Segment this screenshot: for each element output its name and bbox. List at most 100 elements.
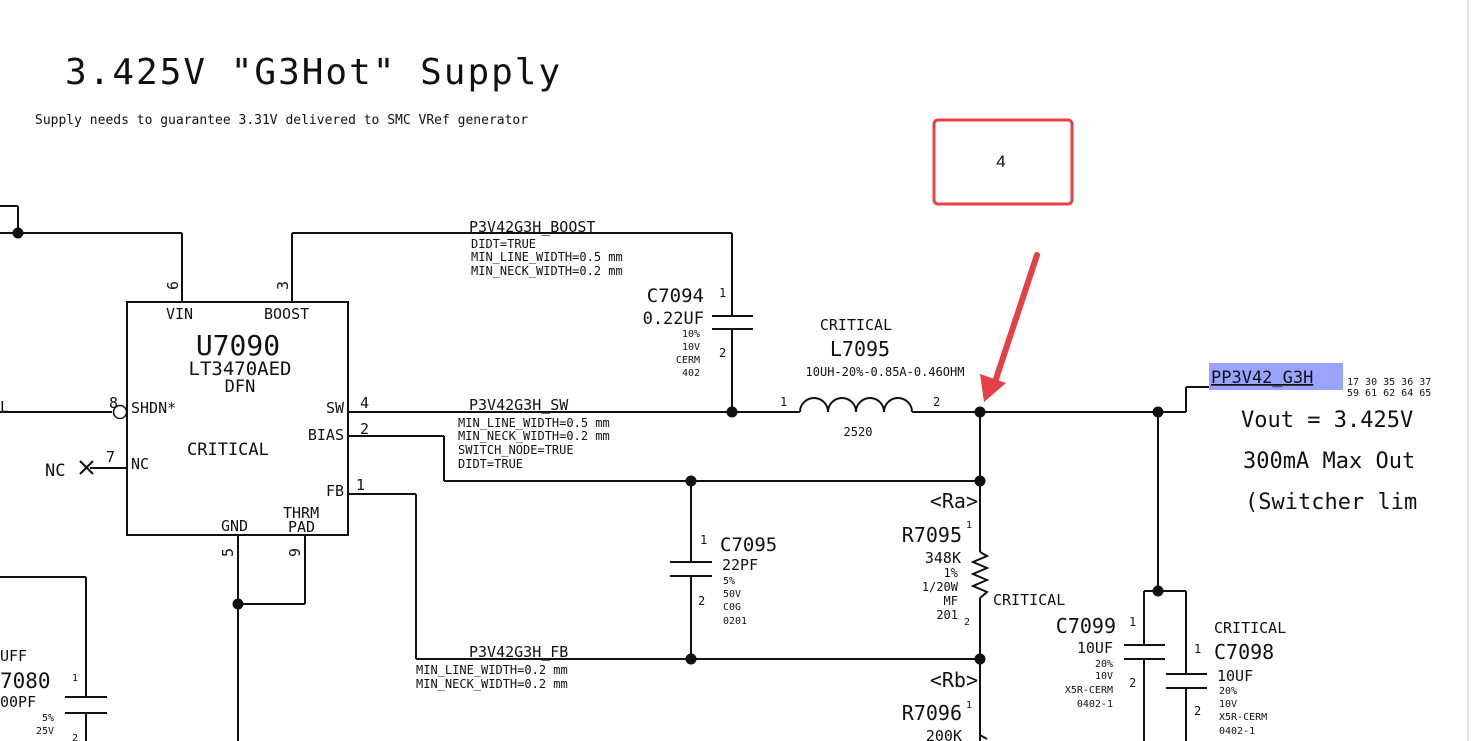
pin-label-thrm: THRM <box>283 504 319 522</box>
pin-number-nc: 7 <box>106 448 115 466</box>
junction-dots <box>12 227 1164 665</box>
r7096-ref: R7096 <box>902 701 962 725</box>
r7096-pin1: 1 <box>966 700 972 711</box>
r7096-tag: <Rb> <box>930 668 978 692</box>
net-fb-prop: MIN_NECK_WIDTH=0.2 mm <box>416 677 568 691</box>
r7095-value: 348K <box>925 549 961 567</box>
note-vout: Vout = 3.425V <box>1241 408 1413 433</box>
page-title: 3.425V "G3Hot" Supply <box>65 52 562 93</box>
callout-box[interactable] <box>932 118 1074 206</box>
c7094-voltage: 10V <box>682 342 700 353</box>
page-subtitle: Supply needs to guarantee 3.31V delivere… <box>35 113 528 128</box>
c7080-capacitor[interactable]: UFF 7080 00PF 5% 25V 1 2 <box>0 647 107 741</box>
c7099-ref: C7099 <box>1056 614 1116 638</box>
net-sw-prop: MIN_NECK_WIDTH=0.2 mm <box>458 429 610 443</box>
pin-label-boost: BOOST <box>264 305 309 323</box>
net-output-highlight <box>1209 363 1343 390</box>
c7094-capacitor[interactable]: 1 2 C7094 0.22UF 10% 10V CERM 402 <box>643 285 753 379</box>
pin-label-nc: NC <box>131 455 149 473</box>
net-output-refs-bottom: 59 61 62 64 65 <box>1347 388 1431 399</box>
net-boost: P3V42G3H_BOOST DIDT=TRUE MIN_LINE_WIDTH=… <box>469 218 623 278</box>
r7095-type: MF <box>944 594 958 608</box>
c7098-capacitor[interactable]: 1 2 CRITICAL C7098 10UF 20% 10V X5R-CERM… <box>1166 619 1286 737</box>
c7098-ref: C7098 <box>1214 640 1274 664</box>
c7099-package: 0402-1 <box>1077 699 1113 710</box>
r7095-resistor[interactable]: <Ra> R7095 1 348K 1% 1/20W MF 201 2 CRIT… <box>902 489 1065 628</box>
r7096-resistor[interactable]: <Rb> R7096 1 200K <box>902 668 988 741</box>
nc-x-mark <box>79 460 94 475</box>
c7094-pin1: 1 <box>719 286 726 300</box>
c7095-dielectric: C0G <box>723 602 741 613</box>
net-boost-prop: MIN_LINE_WIDTH=0.5 mm <box>471 250 623 264</box>
c7099-dielectric: X5R-CERM <box>1065 685 1113 696</box>
c7099-capacitor[interactable]: 1 2 C7099 10UF 20% 10V X5R-CERM 0402-1 <box>1056 614 1165 710</box>
c7095-pin1: 1 <box>700 533 707 547</box>
r7095-power: 1/20W <box>922 580 959 594</box>
u7090-regulator[interactable]: VIN BOOST U7090 LT3470AED DFN SHDN* NC C… <box>112 301 349 536</box>
u7090-critical: CRITICAL <box>187 440 269 460</box>
c7098-pin1: 1 <box>1194 642 1201 656</box>
pin-label-shdn: SHDN* <box>131 399 176 417</box>
note-switcher-limit: (Switcher lim <box>1245 490 1417 515</box>
c7098-critical: CRITICAL <box>1214 619 1286 637</box>
pin-label-gnd: GND <box>221 517 248 535</box>
l7095-package: 2520 <box>844 425 873 439</box>
callout-annotation[interactable]: 4 <box>932 118 1074 206</box>
shdn-net-label-clipped: L <box>0 398 9 416</box>
c7098-dielectric: X5R-CERM <box>1219 712 1267 723</box>
c7094-tolerance: 10% <box>682 329 700 340</box>
r7095-package: 201 <box>936 608 958 622</box>
c7098-tolerance: 20% <box>1219 686 1237 697</box>
pin-label-sw: SW <box>326 399 345 417</box>
net-output-refs-top: 17 30 35 36 37 <box>1347 377 1431 388</box>
pin-number-boost: 3 <box>274 281 292 290</box>
l7095-ref: L7095 <box>830 337 890 361</box>
c7095-pin2: 2 <box>698 594 705 608</box>
u7090-package: DFN <box>225 377 256 397</box>
net-boost-name: P3V42G3H_BOOST <box>469 218 595 236</box>
r7096-value: 200K <box>926 727 962 741</box>
c7095-package: 0201 <box>723 616 747 627</box>
l7095-spec: 10UH-20%-0.85A-0.46OHM <box>806 365 965 379</box>
c7080-tolerance: 5% <box>42 713 54 724</box>
pin-number-bias: 2 <box>360 420 369 438</box>
l7095-inductor[interactable]: CRITICAL L7095 10UH-20%-0.85A-0.46OHM 25… <box>780 316 964 439</box>
c7094-ref: C7094 <box>647 285 704 307</box>
c7094-value: 0.22UF <box>643 309 704 329</box>
c7094-dielectric: CERM <box>676 355 700 366</box>
c7095-capacitor[interactable]: 1 2 C7095 22PF 5% 50V C0G 0201 <box>670 533 777 627</box>
net-sw-prop: SWITCH_NODE=TRUE <box>458 443 574 457</box>
c7080-value-clipped: 00PF <box>0 693 36 711</box>
net-output[interactable]: PP3V42_G3H 17 30 35 36 37 59 61 62 64 65 <box>1209 363 1431 399</box>
c7094-pin2: 2 <box>719 346 726 360</box>
c7099-tolerance: 20% <box>1095 659 1113 670</box>
c7098-pin2: 2 <box>1194 704 1201 718</box>
pin-number-shdn: 8 <box>109 394 118 412</box>
net-sw: P3V42G3H_SW MIN_LINE_WIDTH=0.5 mm MIN_NE… <box>458 396 610 471</box>
c7095-voltage: 50V <box>723 589 741 600</box>
net-output-name[interactable]: PP3V42_G3H <box>1211 368 1313 388</box>
r7095-critical: CRITICAL <box>993 591 1065 609</box>
pin-number-gnd: 5 <box>219 548 237 557</box>
net-fb-name: P3V42G3H_FB <box>469 643 568 661</box>
u7090-part: LT3470AED <box>189 358 292 380</box>
c7098-package: 0402-1 <box>1219 726 1255 737</box>
net-sw-prop: MIN_LINE_WIDTH=0.5 mm <box>458 416 610 430</box>
c7094-package: 402 <box>682 368 700 379</box>
r7095-tolerance: 1% <box>944 566 959 580</box>
pin-number-vin: 6 <box>164 281 182 290</box>
wires <box>0 205 1210 741</box>
c7099-pin1: 1 <box>1129 615 1136 629</box>
net-sw-name: P3V42G3H_SW <box>469 396 569 414</box>
r7095-pin2: 2 <box>964 617 970 628</box>
c7095-ref: C7095 <box>720 534 777 556</box>
c7098-value: 10UF <box>1217 667 1253 685</box>
note-max-current: 300mA Max Out <box>1243 449 1415 474</box>
c7080-pin1: 1 <box>72 673 78 684</box>
net-boost-prop: MIN_NECK_WIDTH=0.2 mm <box>471 264 623 278</box>
net-fb-prop: MIN_LINE_WIDTH=0.2 mm <box>416 663 568 677</box>
net-fb: P3V42G3H_FB MIN_LINE_WIDTH=0.2 mm MIN_NE… <box>416 643 568 691</box>
pin-label-vin: VIN <box>166 305 193 323</box>
pin-number-sw: 4 <box>360 394 369 412</box>
pin-number-thrm: 9 <box>286 548 304 557</box>
